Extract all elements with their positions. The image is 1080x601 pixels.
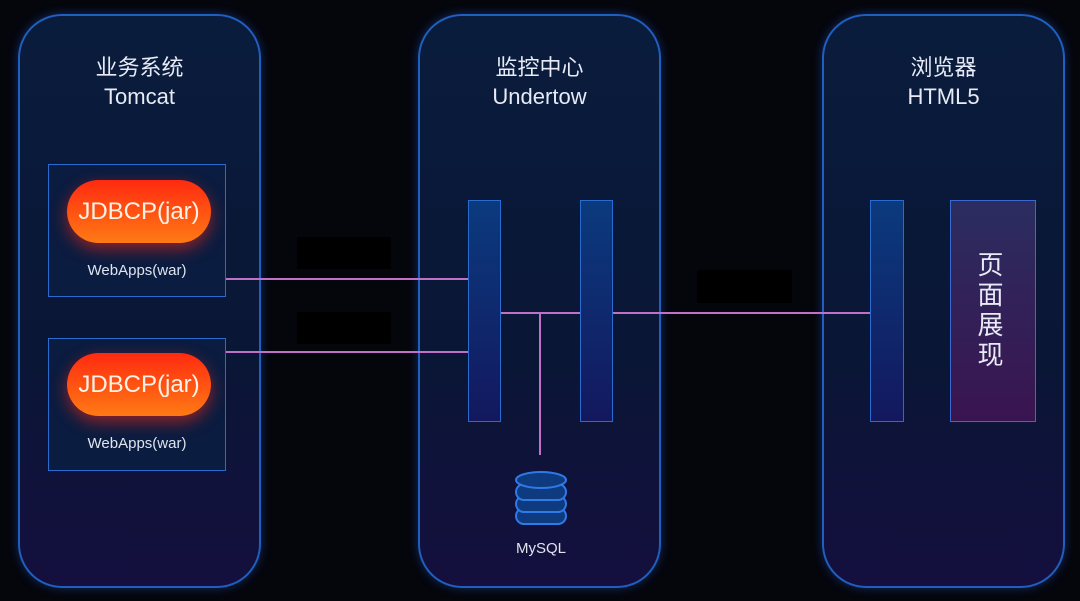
connector-line [226,351,469,353]
webapp-label: WebApps(war) [87,435,187,452]
connector-line [539,313,541,455]
receiver-bar [468,200,501,422]
database-icon [515,471,567,525]
webapp-box: JDBCP(jar) WebApps(war) [48,338,226,471]
panel-subtitle: HTML5 [907,84,980,109]
browser-receiver-bar [870,200,904,422]
jdbcp-pill: JDBCP(jar) [67,353,211,416]
webapp-label: WebApps(war) [87,262,187,279]
panel-title: 业务系统 [95,55,184,80]
redacted-label [297,312,391,344]
panel-subtitle: Undertow [492,84,587,109]
page-display-box: 页面展现 [950,200,1036,422]
panel-title: 浏览器 [910,55,977,80]
webapp-box: JDBCP(jar) WebApps(war) [48,164,226,297]
business-system-panel: 业务系统 Tomcat [18,14,261,588]
jdbcp-pill: JDBCP(jar) [67,180,211,243]
redacted-label [697,270,792,303]
panel-subtitle: Tomcat [104,84,175,109]
panel-title: 监控中心 [495,55,584,80]
redacted-label [297,237,391,269]
connector-line [226,278,469,280]
page-display-label: 页面展现 [974,251,1004,371]
database-label: MySQL [515,540,566,557]
push-bar [580,200,613,422]
connector-line [500,312,870,314]
